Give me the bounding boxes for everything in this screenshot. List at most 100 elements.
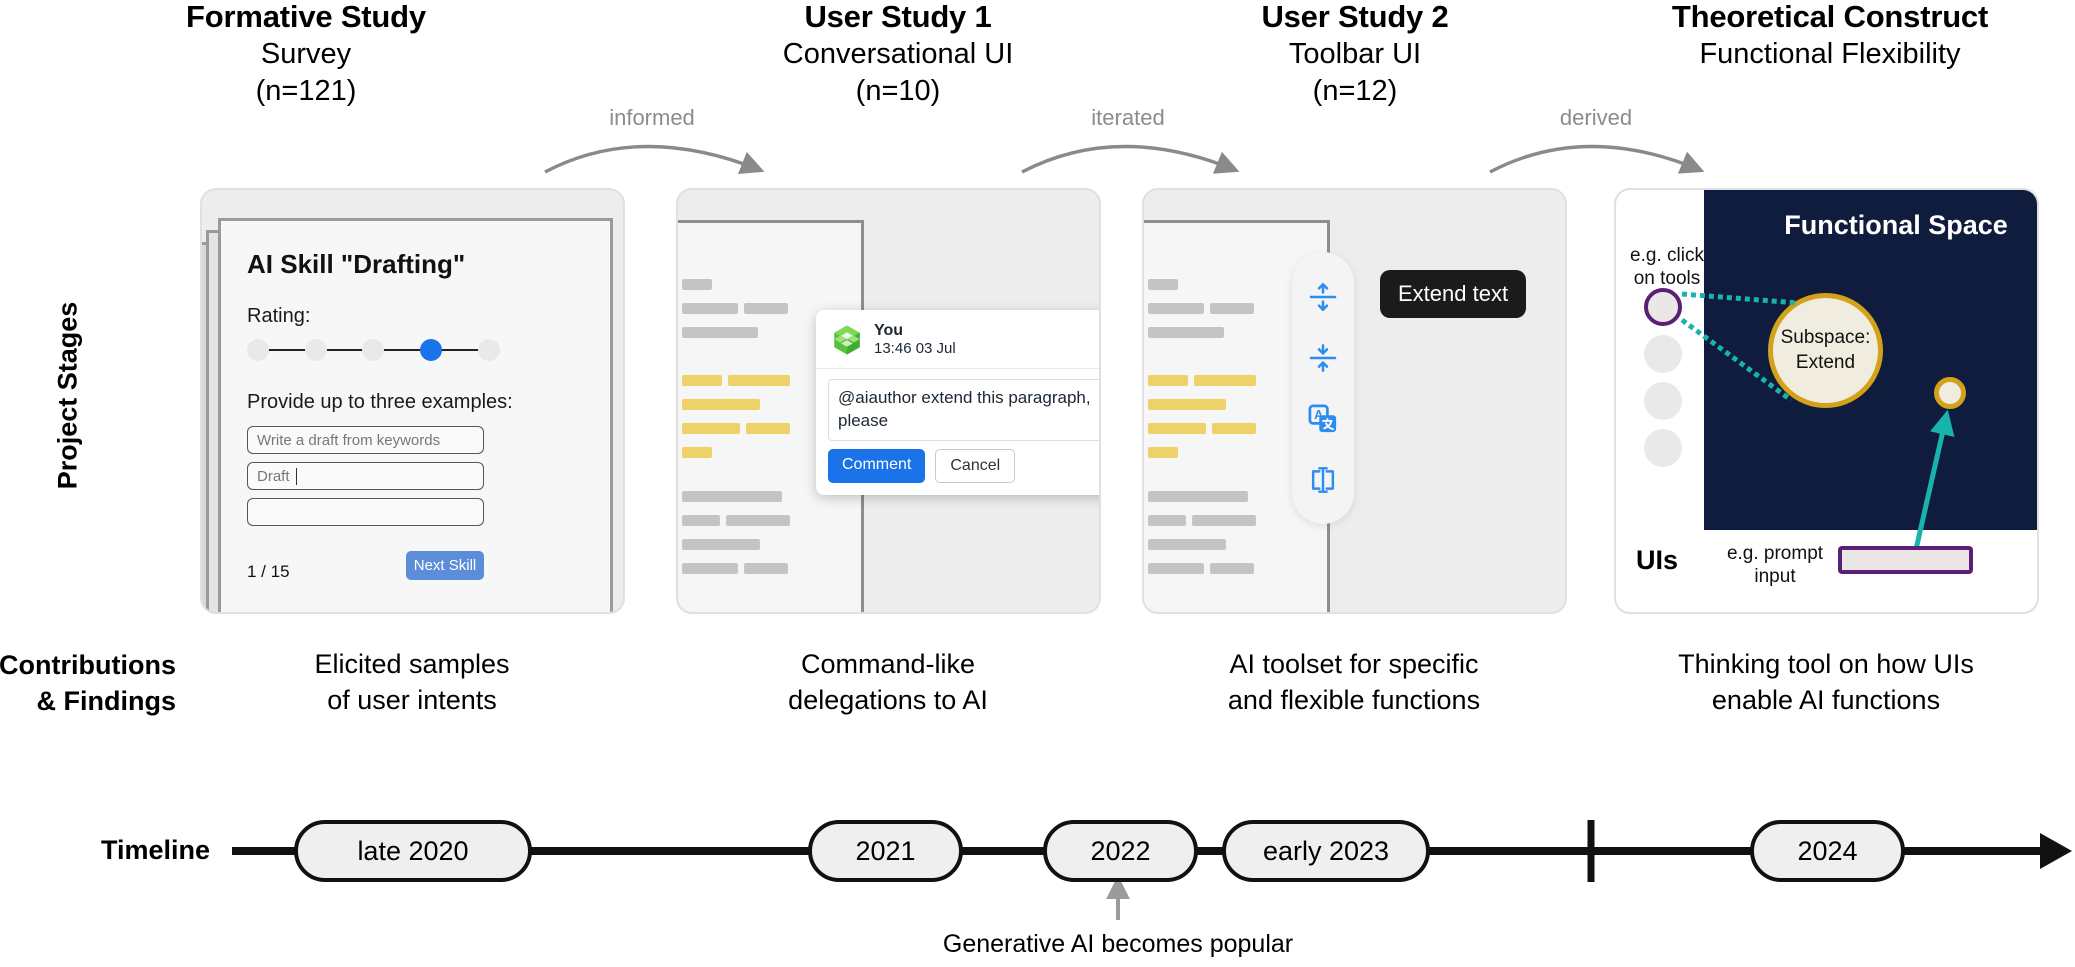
column-title: User Study 2 — [1261, 0, 1449, 34]
column-sample-size: (n=12) — [1312, 74, 1398, 107]
doc-line-highlight — [1148, 399, 1226, 410]
arrow-informed — [544, 144, 765, 174]
doc-line — [1148, 303, 1204, 314]
column-subtitle: Survey — [260, 37, 352, 70]
ui-element-tool-3[interactable] — [1644, 382, 1682, 420]
example-input-2-value: Draft — [257, 467, 290, 485]
column-header-user-study-1: User Study 1 Conversational UI (n=10) — [688, 0, 1108, 110]
text-caret — [295, 467, 298, 485]
contribution-1: Elicited samples of user intents — [314, 649, 510, 715]
column-subtitle: Toolbar UI — [1288, 37, 1422, 70]
prompt-input-box[interactable] — [1838, 546, 1973, 574]
contributions-row-label: Contributions & Findings — [0, 650, 176, 717]
comment-author: You — [874, 322, 904, 339]
uis-label: UIs — [1636, 545, 1679, 575]
arrow-label-informed: informed — [609, 105, 695, 130]
doc-line-highlight — [1148, 447, 1178, 458]
doc-line — [1148, 539, 1226, 550]
page-counter: 1 / 15 — [247, 562, 290, 581]
column-title: Theoretical Construct — [1671, 0, 1989, 34]
doc-line-highlight — [746, 423, 790, 434]
panel-theoretical-construct: Functional Space e.g. click on tools Sub… — [1614, 188, 2039, 614]
doc-line-highlight — [1212, 423, 1256, 434]
column-sample-size: (n=121) — [255, 74, 357, 107]
tool-tooltip: Extend text — [1380, 270, 1527, 318]
doc-line — [1192, 515, 1256, 526]
timeline-pill-2024[interactable]: 2024 — [1750, 820, 1905, 882]
rephrase-icon[interactable] — [1303, 460, 1343, 500]
doc-line-highlight — [728, 375, 790, 386]
comment-timestamp: 13:46 03 Jul — [874, 340, 956, 358]
timeline-pill-early-2023[interactable]: early 2023 — [1222, 820, 1430, 882]
arrow-label-derived: derived — [1559, 105, 1633, 130]
doc-line — [682, 327, 758, 338]
doc-line — [682, 279, 712, 290]
timeline-pill-2022[interactable]: 2022 — [1043, 820, 1198, 882]
ui-element-tool-active[interactable] — [1644, 288, 1682, 326]
column-sample-size: (n=10) — [855, 74, 941, 107]
timeline-pill-2021[interactable]: 2021 — [808, 820, 963, 882]
arrow-iterated — [1021, 144, 1240, 174]
panel-user-study-1: You 13:46 03 Jul @aiauthor extend this p… — [676, 188, 1101, 614]
rating-dot-4[interactable] — [420, 339, 442, 361]
doc-line — [744, 303, 788, 314]
next-skill-button[interactable]: Next Skill — [406, 551, 484, 580]
rating-dot-2[interactable] — [305, 339, 327, 361]
comment-submit-button[interactable]: Comment — [828, 449, 926, 484]
column-title: Formative Study — [186, 0, 426, 34]
comment-cancel-button[interactable]: Cancel — [935, 449, 1016, 484]
survey-title: AI Skill "Drafting" — [247, 249, 466, 279]
translate-icon[interactable]: A — [1303, 399, 1343, 439]
arrow-derived — [1489, 144, 1705, 174]
doc-line — [1148, 515, 1186, 526]
doc-line — [1148, 327, 1224, 338]
rating-dot-1[interactable] — [247, 339, 269, 361]
timeline-note: Generative AI becomes popular — [942, 930, 1294, 958]
subspace-small — [1934, 377, 1966, 409]
rating-dot-3[interactable] — [362, 339, 384, 361]
doc-line — [1148, 279, 1178, 290]
timeline-arrowhead — [2040, 833, 2072, 869]
comment-text-input[interactable]: @aiauthor extend this paragraph, please — [828, 379, 1099, 442]
comment-actions: Comment Cancel — [816, 449, 1099, 495]
rating-dot-5[interactable] — [478, 339, 500, 361]
example-input-1[interactable]: Write a draft from keywords — [247, 426, 484, 454]
doc-line — [682, 491, 782, 502]
column-subtitle: Functional Flexibility — [1699, 37, 1961, 70]
contribution-4: Thinking tool on how UIs enable AI funct… — [1678, 649, 1974, 715]
comment-popup: You 13:46 03 Jul @aiauthor extend this p… — [816, 310, 1099, 496]
contribution-2: Command-like delegations to AI — [788, 649, 988, 715]
ui-element-tool-4[interactable] — [1644, 429, 1682, 467]
functional-space-title: Functional Space — [1784, 210, 2008, 240]
doc-line — [1210, 563, 1254, 574]
timeline-row-label: Timeline — [100, 835, 210, 865]
doc-line-highlight — [1148, 375, 1188, 386]
svg-text:A: A — [1314, 408, 1323, 422]
doc-line-highlight — [682, 375, 722, 386]
comment-header: You 13:46 03 Jul — [816, 310, 1099, 370]
column-header-theoretical-construct: Theoretical Construct Functional Flexibi… — [1620, 0, 2040, 73]
doc-line — [1148, 563, 1204, 574]
column-subtitle: Conversational UI — [782, 37, 1014, 70]
example-input-2[interactable]: Draft — [247, 462, 484, 490]
example-input-3[interactable] — [247, 498, 484, 526]
doc-line-highlight — [1194, 375, 1256, 386]
functional-space-connectors — [1680, 291, 1955, 568]
doc-line-highlight — [1148, 423, 1206, 434]
panel-formative-study: AI Skill "Drafting" Rating: Provide up t… — [200, 188, 625, 614]
doc-line — [682, 303, 738, 314]
contribution-3: AI toolset for specific and flexible fun… — [1227, 649, 1481, 715]
doc-line — [726, 515, 790, 526]
doc-line-highlight — [682, 423, 740, 434]
rating-label: Rating: — [247, 305, 311, 327]
extend-text-icon[interactable] — [1303, 277, 1343, 317]
ai-toolbar[interactable]: A — [1292, 252, 1354, 524]
ui-element-tool-2[interactable] — [1644, 335, 1682, 373]
arrow-label-iterated: iterated — [1091, 105, 1165, 130]
doc-line — [1210, 303, 1254, 314]
shorten-text-icon[interactable] — [1303, 338, 1343, 378]
doc-line — [682, 539, 760, 550]
timeline-pill-late-2020[interactable]: late 2020 — [294, 820, 532, 882]
